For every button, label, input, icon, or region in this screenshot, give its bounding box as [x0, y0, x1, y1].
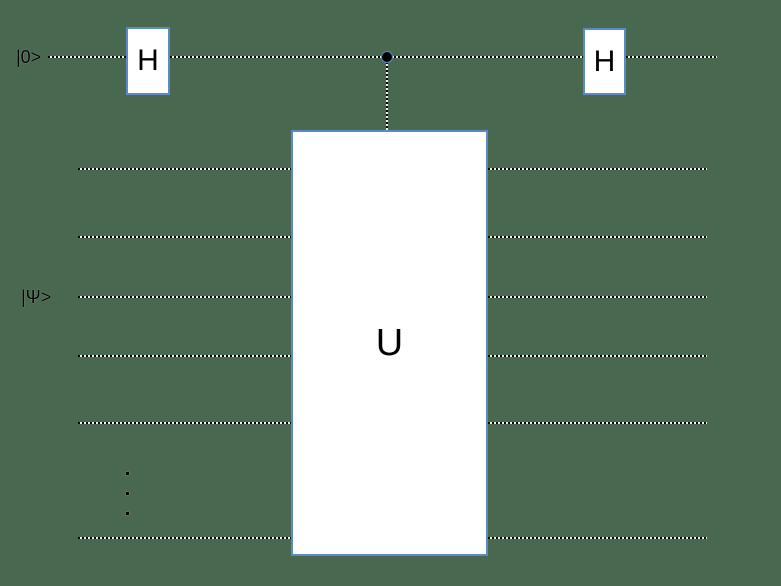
- register-wire-right: [488, 355, 707, 357]
- ket-zero-label: |0>: [16, 47, 42, 67]
- register-wire-left: [78, 168, 291, 170]
- control-line: [386, 62, 388, 130]
- hadamard-gate-right: H: [583, 28, 626, 95]
- control-dot: [381, 51, 393, 63]
- hadamard-gate-left-label: H: [137, 44, 159, 77]
- register-wire-left: [78, 236, 291, 238]
- hadamard-gate-right-label: H: [593, 44, 616, 78]
- register-wire-right: [488, 236, 707, 238]
- controlled-unitary-gate: U: [291, 130, 488, 556]
- register-wire-right: [488, 296, 707, 298]
- register-wire-left: [78, 355, 291, 357]
- register-wire-left: [78, 422, 291, 424]
- ket-psi-label: |Ψ>: [21, 287, 52, 307]
- top-qubit-wire-segment: [48, 56, 126, 58]
- unitary-gate-label: U: [375, 321, 404, 364]
- top-qubit-wire-segment: [626, 56, 717, 58]
- register-wire-right: [488, 168, 707, 170]
- register-wire-left: [78, 537, 291, 539]
- register-wire-right: [488, 422, 707, 424]
- continuation-ellipsis-dot: [126, 472, 129, 475]
- register-wire-left: [78, 296, 291, 298]
- top-qubit-wire-segment: [170, 56, 583, 58]
- continuation-ellipsis-dot: [126, 492, 129, 495]
- hadamard-gate-left: H: [126, 27, 170, 95]
- register-wire-right: [488, 537, 707, 539]
- continuation-ellipsis-dot: [126, 512, 129, 515]
